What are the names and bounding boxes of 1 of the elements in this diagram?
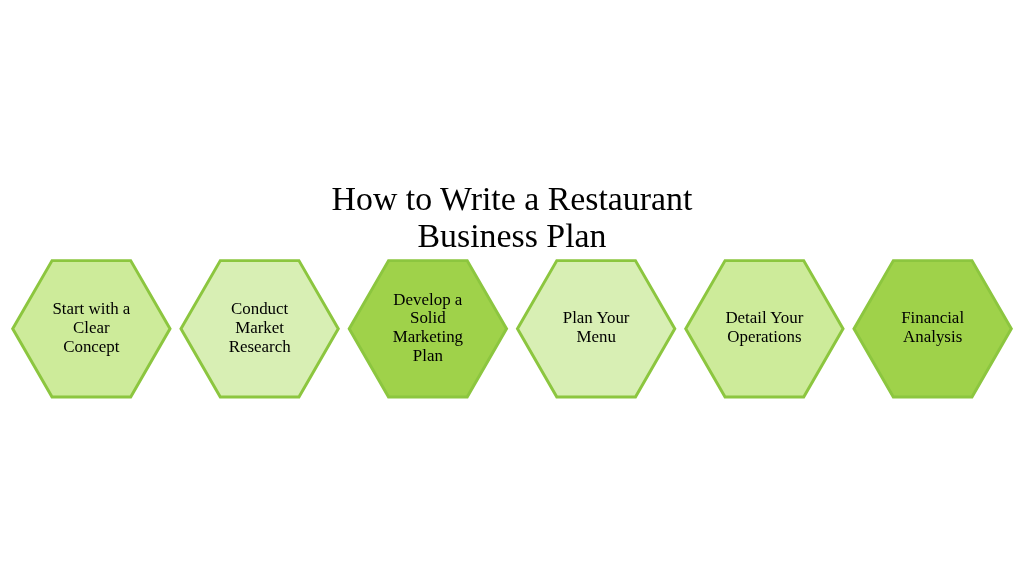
diagram-title: How to Write a Restaurant Business Plan	[331, 180, 693, 254]
